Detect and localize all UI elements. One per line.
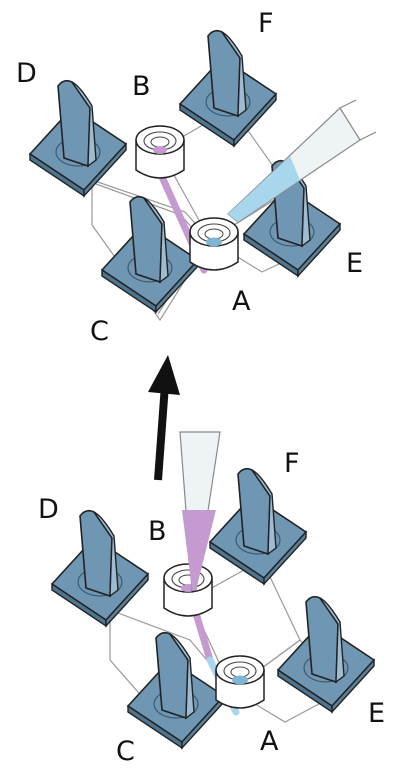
bottom-well-b	[164, 564, 212, 616]
top-valve-d	[30, 81, 126, 196]
bottom-valve-d	[52, 511, 148, 626]
top-label-a: A	[232, 286, 251, 317]
top-valve-f	[180, 31, 276, 146]
bottom-label-b: B	[148, 516, 167, 547]
bottom-panel: D B F E A C	[38, 432, 385, 767]
bottom-label-c: C	[116, 736, 135, 767]
top-valve-c	[102, 197, 198, 312]
top-label-e: E	[346, 248, 363, 279]
top-label-d: D	[16, 58, 37, 89]
up-arrow-icon	[148, 355, 180, 480]
top-label-f: F	[258, 8, 274, 39]
top-well-a	[190, 218, 238, 270]
bottom-label-e: E	[368, 698, 385, 729]
bottom-label-a: A	[260, 726, 279, 757]
top-label-c: C	[90, 316, 109, 347]
bottom-valve-f	[210, 469, 306, 584]
top-panel: D B F E A C	[16, 8, 376, 347]
top-well-b	[136, 126, 184, 178]
top-label-b: B	[132, 71, 151, 102]
bottom-well-a	[216, 656, 264, 708]
bottom-label-d: D	[38, 494, 59, 525]
bottom-valve-e	[278, 597, 374, 712]
bottom-label-f: F	[284, 448, 300, 479]
